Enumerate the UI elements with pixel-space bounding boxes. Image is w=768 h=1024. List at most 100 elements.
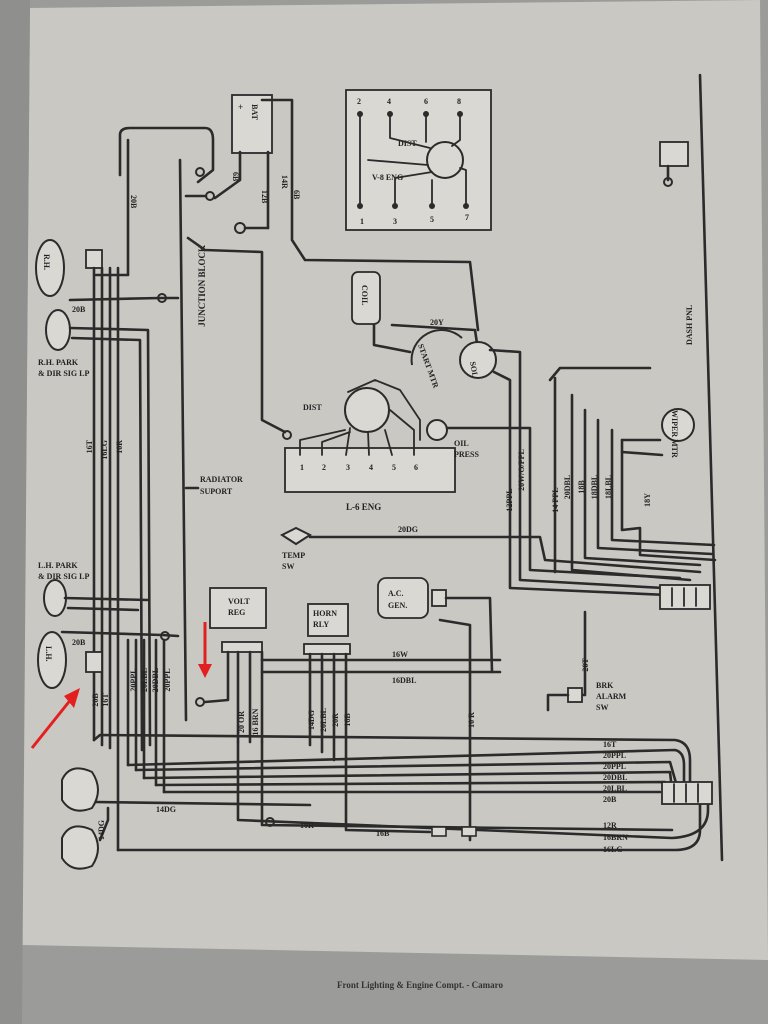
sol-feed bbox=[488, 348, 702, 592]
wire-label: 20PPL bbox=[163, 668, 172, 691]
wire-label: 10R bbox=[115, 440, 124, 454]
lower-left-bundle bbox=[126, 638, 166, 794]
temp-sender bbox=[279, 526, 313, 546]
wire-label: 16LG bbox=[100, 440, 109, 460]
wire-label: 14R bbox=[280, 175, 289, 189]
red-arrowhead bbox=[198, 664, 212, 678]
v8-plug-wires bbox=[359, 111, 467, 206]
lh-park-lamp bbox=[43, 579, 67, 617]
horn-relay-label: RLY bbox=[313, 620, 329, 629]
bundle-label: 20LBL bbox=[603, 784, 627, 793]
radiator-label: SUPORT bbox=[200, 487, 233, 496]
gen-plug bbox=[431, 589, 447, 607]
block-wire bbox=[186, 236, 287, 434]
wire-label: 12B bbox=[260, 190, 269, 204]
rh-park-lamp bbox=[45, 309, 71, 351]
v8-pin-label: 8 bbox=[457, 97, 461, 106]
wire-label: 18LBL bbox=[604, 475, 613, 499]
horn-relay-label: HORN bbox=[313, 609, 337, 618]
v8-pin-label: 1 bbox=[360, 217, 364, 226]
brake-alarm-switch bbox=[567, 687, 583, 703]
l6-pin: 5 bbox=[392, 463, 396, 472]
wire-label: 14DG bbox=[307, 710, 316, 730]
bundle-label: 16BRN bbox=[603, 833, 628, 842]
v8-pin-label: 6 bbox=[424, 97, 428, 106]
gen-output-10r bbox=[438, 618, 472, 842]
wire-label: 16B bbox=[343, 713, 352, 727]
coil-wire bbox=[372, 323, 412, 354]
wire-label: 20R bbox=[331, 713, 340, 727]
page-shadow bbox=[0, 0, 30, 1024]
v8-terminals bbox=[357, 111, 469, 209]
v8-pin-label: 5 bbox=[430, 215, 434, 224]
lh-connector bbox=[85, 651, 103, 673]
v8-dist-label: DIST bbox=[398, 139, 417, 148]
lh-park-wires bbox=[63, 596, 150, 612]
brk-alarm-label: ALARM bbox=[596, 692, 627, 701]
volt-reg-label: REG bbox=[228, 608, 245, 617]
bundle-label: 12R bbox=[603, 821, 617, 830]
bundle-label: 20PPL bbox=[603, 751, 626, 760]
temp-label: TEMP bbox=[282, 551, 305, 560]
dash-connector bbox=[659, 141, 689, 167]
wire-label: 10 R bbox=[467, 712, 476, 728]
v8-pin-label: 7 bbox=[465, 213, 469, 222]
ac-gen-label: GEN. bbox=[388, 601, 407, 610]
wire-label: 20PPL bbox=[129, 668, 138, 691]
dash-pnl-label: DASH PNL bbox=[685, 305, 694, 345]
horn-wire-14dg bbox=[94, 800, 312, 807]
wire-label: 20T bbox=[581, 658, 590, 672]
battery-ground-strap bbox=[213, 150, 242, 200]
wire-label: 12PPL bbox=[505, 488, 514, 511]
fusible-link bbox=[461, 826, 477, 837]
horn-lower bbox=[61, 825, 99, 870]
ground-terminal bbox=[195, 697, 205, 707]
plug-divider bbox=[671, 587, 697, 607]
brk-alarm-label: BRK bbox=[596, 681, 614, 690]
wire-label: 20LBL bbox=[319, 708, 328, 732]
l6-distributor-cap bbox=[344, 387, 390, 433]
wire-label: 18DBL bbox=[590, 475, 599, 499]
volt-reg-label: VOLT bbox=[228, 597, 250, 606]
lh-park-label: & DIR SIG LP bbox=[38, 572, 89, 581]
rh-park-label: & DIR SIG LP bbox=[38, 369, 89, 378]
wire-label: 20W/O/PPL bbox=[517, 449, 526, 491]
dash-plug-upper bbox=[659, 584, 711, 610]
l6-pin: 4 bbox=[369, 463, 373, 472]
plug-divider bbox=[673, 783, 699, 803]
coil bbox=[351, 271, 381, 325]
wire-label: 20B bbox=[72, 638, 86, 647]
bundle-label: 20DBL bbox=[603, 773, 627, 782]
v8-pin-label: 2 bbox=[357, 97, 361, 106]
horn-relay-plug bbox=[303, 643, 351, 655]
wire-label: 16T bbox=[85, 439, 94, 453]
oil-press-label: PRESS bbox=[454, 450, 479, 459]
fusible-link bbox=[431, 826, 447, 837]
wire-label: 20DG bbox=[398, 525, 418, 534]
solenoid-label: SOL bbox=[468, 361, 480, 378]
wire-label: 20B bbox=[91, 693, 100, 707]
wiper-motor-label: WIPER MTR bbox=[670, 410, 679, 458]
harness-top-loop bbox=[118, 126, 215, 184]
rh-park-label: R.H. PARK bbox=[38, 358, 79, 367]
red-arrowhead bbox=[64, 688, 80, 708]
wire-label: 20B bbox=[129, 195, 138, 209]
wire-label: 20DBL bbox=[151, 668, 160, 692]
oil-press-label: OIL bbox=[454, 439, 469, 448]
lh-headlamp-mark: L.H. bbox=[44, 646, 53, 662]
rh-ground-20b bbox=[68, 296, 180, 302]
l6-pin: 1 bbox=[300, 463, 304, 472]
ac-generator bbox=[377, 577, 429, 619]
page-caption: Front Lighting & Engine Compt. - Camaro bbox=[337, 980, 503, 990]
volt-reg-plug bbox=[221, 641, 263, 653]
l6-plug-wires bbox=[299, 379, 421, 456]
horn-upper bbox=[61, 767, 99, 812]
brk-alarm-label: SW bbox=[596, 703, 608, 712]
v8-pin-label: 4 bbox=[387, 97, 391, 106]
rh-headlamp-mark: R.H. bbox=[42, 254, 51, 270]
wire-label: 20LBL bbox=[140, 668, 149, 692]
battery bbox=[231, 94, 273, 154]
volt-reg-wires bbox=[203, 650, 264, 744]
